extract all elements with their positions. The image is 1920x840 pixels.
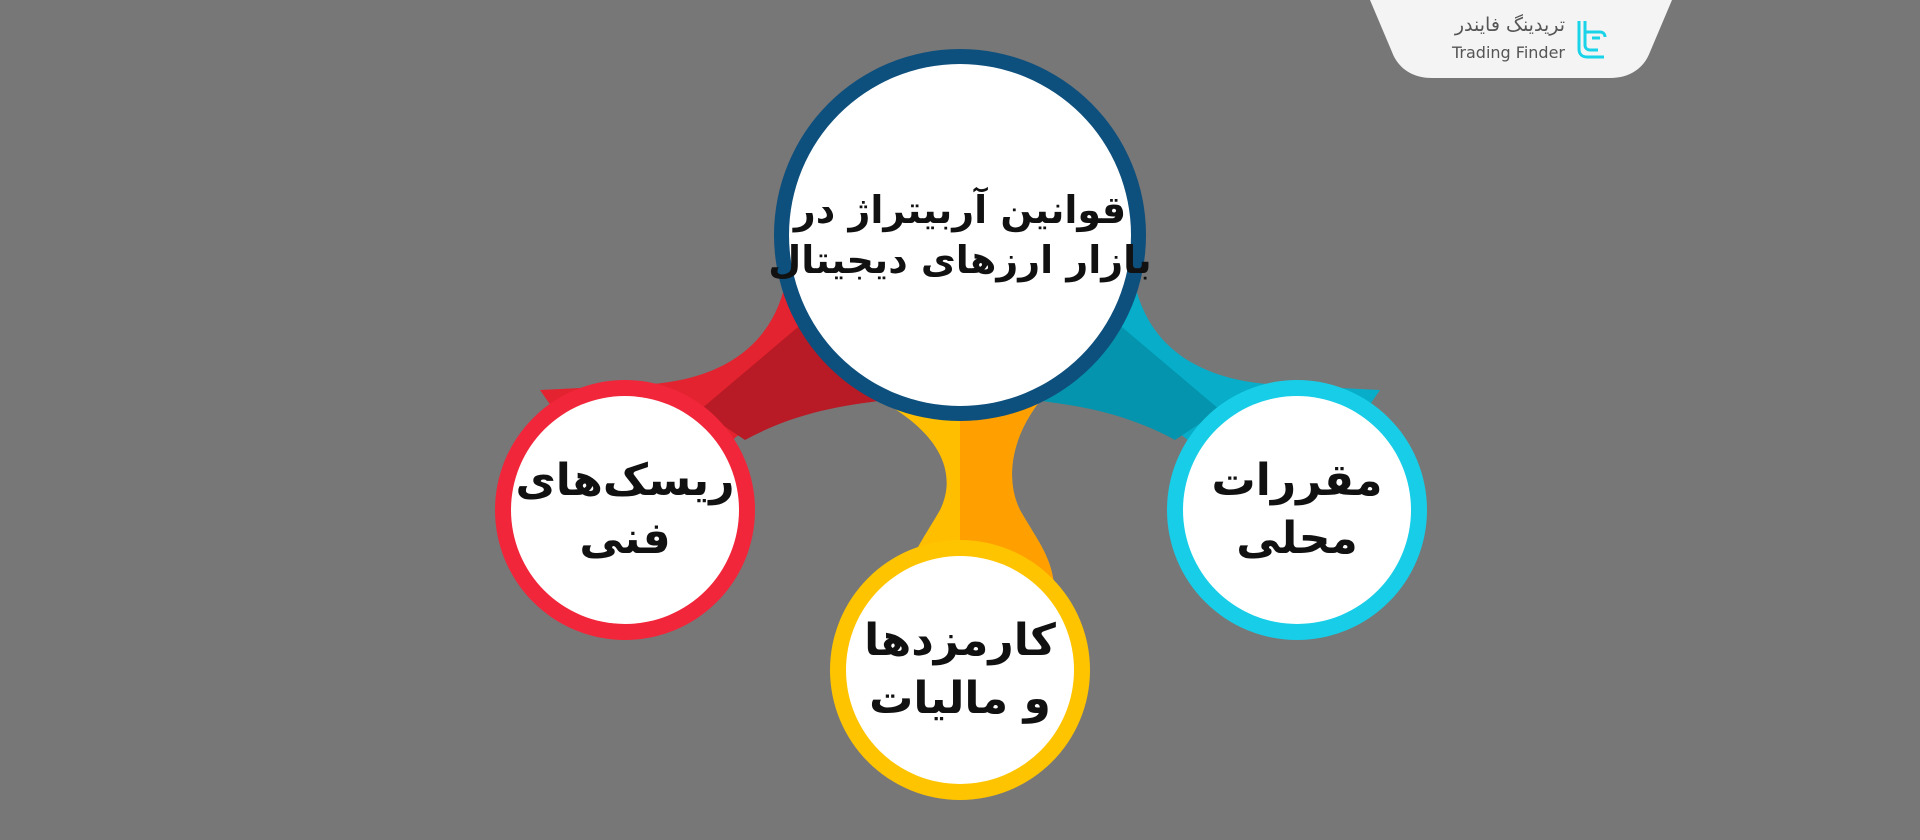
local-regulations-line-2: محلی [1236,513,1358,564]
center-title-line-2: بازار ارزهای دیجیتال [768,238,1152,282]
node-local-regulations [1167,380,1427,640]
fees-taxes-line-2: و مالیات [869,673,1051,724]
technical-risks-line-1: ریسک‌های [515,455,735,506]
local-regulations-line-1: مقررات [1211,455,1383,506]
technical-risks-label: ریسک‌های فنی [515,445,735,575]
center-title-line-1: قوانین آربیتراژ در [793,188,1127,232]
trading-finder-logo-icon [1577,21,1607,59]
node-fees-taxes [830,540,1090,800]
brand-name-en: Trading Finder [1452,43,1565,62]
fees-taxes-label: کارمزدها و مالیات [850,605,1070,735]
brand-tab [1370,0,1672,78]
center-node [774,49,1146,421]
technical-risks-line-2: فنی [579,513,671,564]
fees-taxes-line-1: کارمزدها [864,615,1056,666]
local-regulations-label: مقررات محلی [1187,445,1407,575]
center-node-title: قوانین آربیتراژ در بازار ارزهای دیجیتال [768,160,1151,310]
brand-name-fa: تریدینگ فایندر [1454,14,1565,36]
node-technical-risks [495,380,755,640]
